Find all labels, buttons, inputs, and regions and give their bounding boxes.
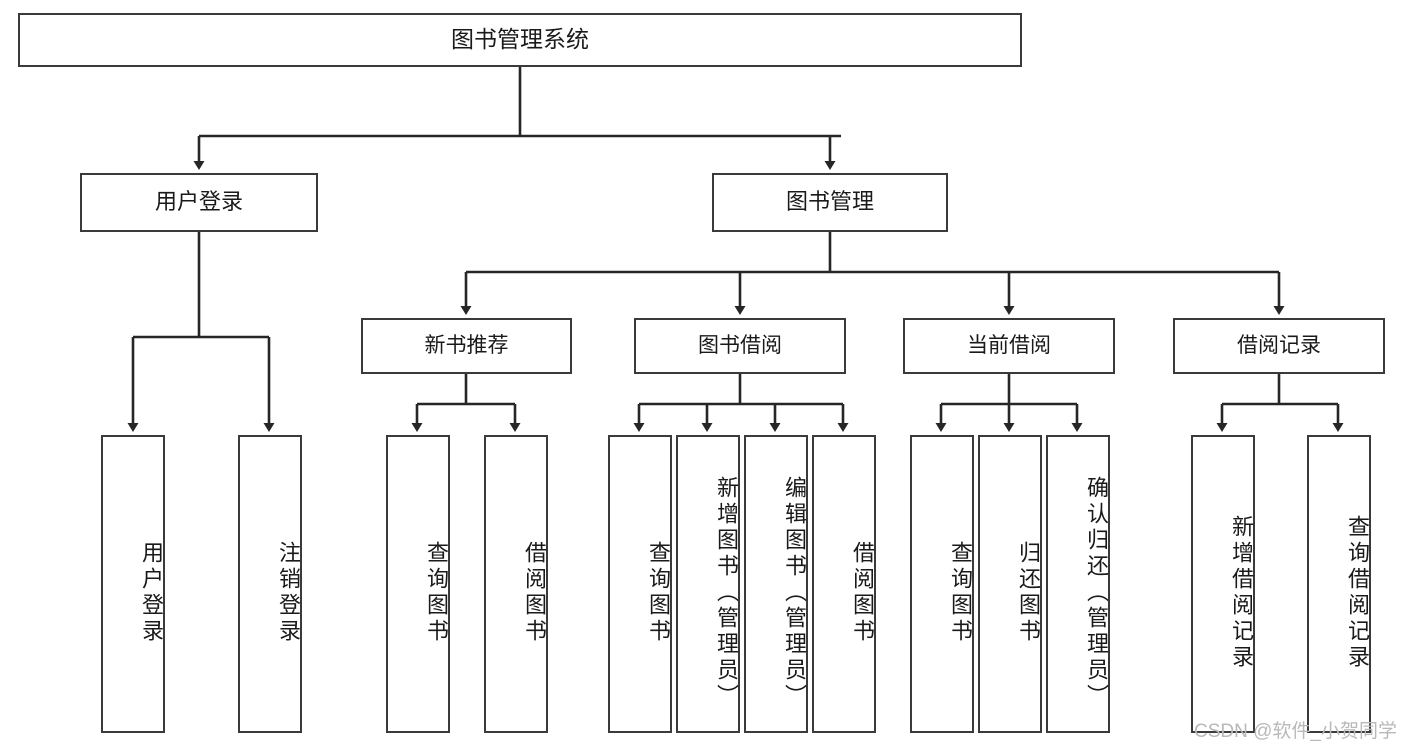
node-label: 借阅图书	[522, 541, 547, 645]
node-label: 图书借阅	[698, 334, 782, 358]
node-new-book-recommendation[interactable]: 新书推荐	[361, 318, 572, 374]
leaf-return-books[interactable]: 归还图书	[978, 435, 1042, 733]
leaf-query-books-new[interactable]: 查询图书	[386, 435, 450, 733]
leaf-confirm-return-admin[interactable]: 确认归还（管理员）	[1046, 435, 1110, 733]
node-label: 用户登录	[139, 541, 164, 645]
node-label: 用户登录	[154, 189, 243, 215]
node-current-borrowing[interactable]: 当前借阅	[903, 318, 1115, 374]
node-label: 借阅图书	[850, 541, 875, 645]
node-book-management[interactable]: 图书管理	[712, 173, 948, 232]
node-label: 确认归还（管理员）	[1084, 476, 1109, 710]
leaf-logout[interactable]: 注销登录	[238, 435, 302, 733]
node-label: 借阅记录	[1237, 334, 1321, 358]
leaf-query-books-current[interactable]: 查询图书	[910, 435, 974, 733]
node-label: 查询图书	[646, 541, 671, 645]
node-label: 新增图书（管理员）	[714, 476, 739, 710]
node-user-login[interactable]: 用户登录	[80, 173, 318, 232]
node-label: 查询图书	[424, 541, 449, 645]
node-borrow-records[interactable]: 借阅记录	[1173, 318, 1385, 374]
node-label: 归还图书	[1016, 541, 1041, 645]
leaf-add-borrow-record[interactable]: 新增借阅记录	[1191, 435, 1255, 733]
node-label: 编辑图书（管理员）	[782, 476, 807, 710]
leaf-edit-book-admin[interactable]: 编辑图书（管理员）	[744, 435, 808, 733]
node-label: 注销登录	[276, 541, 301, 645]
leaf-user-login[interactable]: 用户登录	[101, 435, 165, 733]
node-label: 当前借阅	[967, 334, 1051, 358]
node-label: 图书管理系统	[451, 26, 589, 53]
leaf-add-book-admin[interactable]: 新增图书（管理员）	[676, 435, 740, 733]
leaf-borrow-books[interactable]: 借阅图书	[812, 435, 876, 733]
watermark-text: CSDN @软件_小贺同学	[1194, 721, 1397, 742]
leaf-query-borrow-record[interactable]: 查询借阅记录	[1307, 435, 1371, 733]
node-label: 新书推荐	[424, 334, 509, 358]
node-label: 查询借阅记录	[1345, 515, 1370, 671]
node-label: 查询图书	[948, 541, 973, 645]
leaf-query-books-borrow[interactable]: 查询图书	[608, 435, 672, 733]
node-root-book-management-system[interactable]: 图书管理系统	[18, 13, 1022, 67]
node-book-borrowing[interactable]: 图书借阅	[634, 318, 846, 374]
node-label: 新增借阅记录	[1229, 515, 1254, 671]
leaf-borrow-books-new[interactable]: 借阅图书	[484, 435, 548, 733]
node-label: 图书管理	[785, 189, 874, 215]
